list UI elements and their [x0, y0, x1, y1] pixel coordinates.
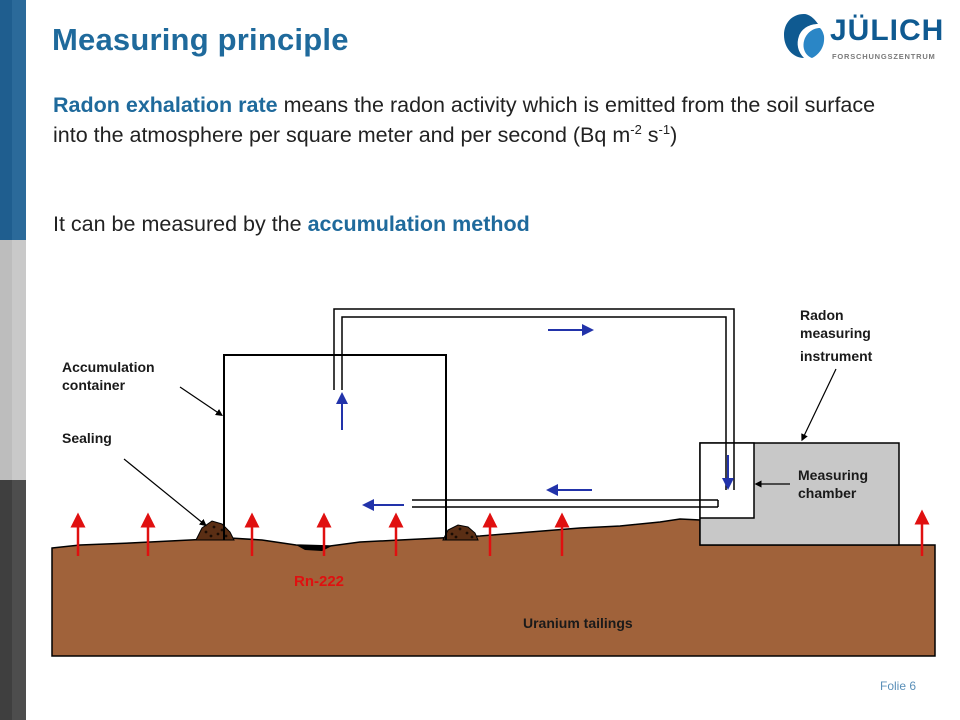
label-sealing: Sealing [62, 430, 112, 446]
label-radon-1: Radon [800, 307, 844, 323]
outlet-tube-inner [341, 316, 727, 490]
label-chamber-1: Measuring [798, 467, 868, 483]
definition-paragraph: Radon exhalation rate means the radon ac… [53, 93, 876, 147]
accumulation-container [223, 354, 447, 540]
slide-number: Folie 6 [880, 679, 917, 693]
sealing-left-texture [204, 525, 228, 538]
label-rn-222: Rn-222 [294, 573, 344, 590]
sealing-right-texture [450, 527, 474, 539]
term-highlight: Radon exhalation rate [53, 93, 278, 117]
outlet-tube-outer [333, 308, 735, 490]
label-accumulation-1: Accumulation [62, 359, 155, 375]
label-radon-2: measuring [800, 325, 871, 341]
juelich-logo: JÜLICH FORSCHUNGSZENTRUM [782, 12, 945, 72]
sealing-right [442, 524, 479, 541]
pointer-sealing [123, 458, 207, 527]
label-chamber-2: chamber [798, 485, 857, 501]
side-bar-dark [0, 480, 26, 720]
label-accumulation-2: container [62, 377, 126, 393]
label-radon-3: instrument [800, 348, 873, 364]
radon-arrows [70, 509, 930, 556]
side-bar-blue [0, 0, 26, 240]
side-bar-grey [0, 240, 26, 480]
logo-emblem-icon [784, 14, 825, 58]
page-title: Measuring principle [52, 22, 349, 57]
pointer-instrument [801, 368, 837, 442]
method-paragraph: It can be measured by the accumulation m… [53, 212, 530, 236]
logo-wordmark: JÜLICH [830, 14, 945, 47]
logo-subtitle: FORSCHUNGSZENTRUM [832, 52, 936, 61]
sealing-left [195, 520, 235, 541]
pointer-accumulation [179, 386, 223, 417]
method-highlight: accumulation method [307, 212, 530, 236]
label-uranium-tailings: Uranium tailings [523, 615, 633, 631]
